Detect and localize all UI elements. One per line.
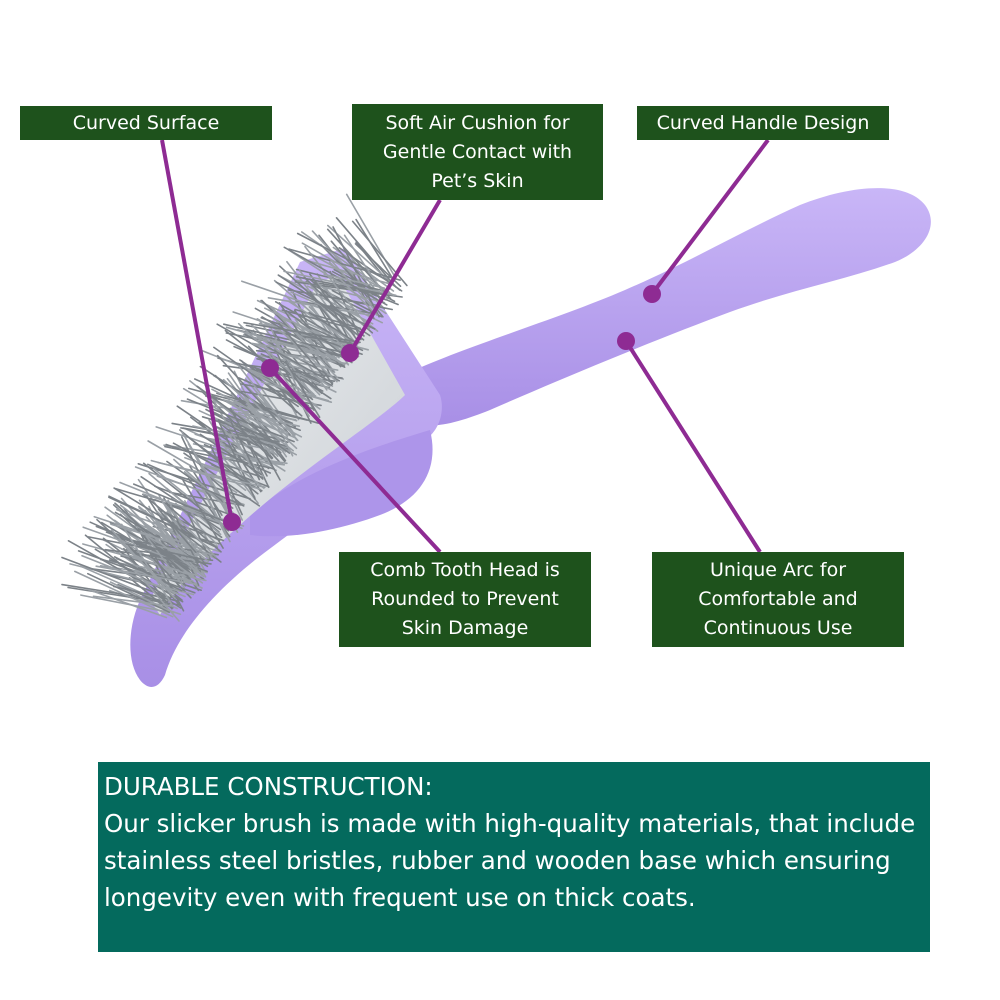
- callout-unique-arc: Unique Arc for Comfortable and Continuou…: [652, 552, 904, 647]
- pointer-line-unique-arc: [624, 339, 762, 554]
- pointer-dot-curved-surface: [223, 513, 241, 531]
- callout-curved-surface: Curved Surface: [20, 106, 272, 140]
- panel-body-text: Our slicker brush is made with high-qual…: [104, 809, 916, 912]
- brush-arc-support: [250, 430, 433, 537]
- pointer-line-air-cushion: [348, 198, 442, 355]
- pointer-line-handle-design: [650, 138, 770, 296]
- pointer-dot-handle-design: [643, 285, 661, 303]
- callout-handle-design: Curved Handle Design: [637, 106, 889, 140]
- callout-comb-tooth: Comb Tooth Head is Rounded to Prevent Sk…: [339, 552, 591, 647]
- pointer-dot-air-cushion: [341, 344, 359, 362]
- brush-handle: [410, 188, 931, 426]
- panel-heading: DURABLE CONSTRUCTION:: [104, 772, 433, 801]
- pointer-lines: [160, 138, 770, 554]
- durable-construction-panel: DURABLE CONSTRUCTION: Our slicker brush …: [98, 762, 930, 952]
- pointer-line-comb-tooth: [268, 366, 442, 554]
- callout-air-cushion: Soft Air Cushion for Gentle Contact with…: [352, 104, 603, 200]
- pointer-dot-comb-tooth: [261, 359, 279, 377]
- pointer-dot-unique-arc: [617, 332, 635, 350]
- pointer-line-curved-surface: [160, 139, 234, 523]
